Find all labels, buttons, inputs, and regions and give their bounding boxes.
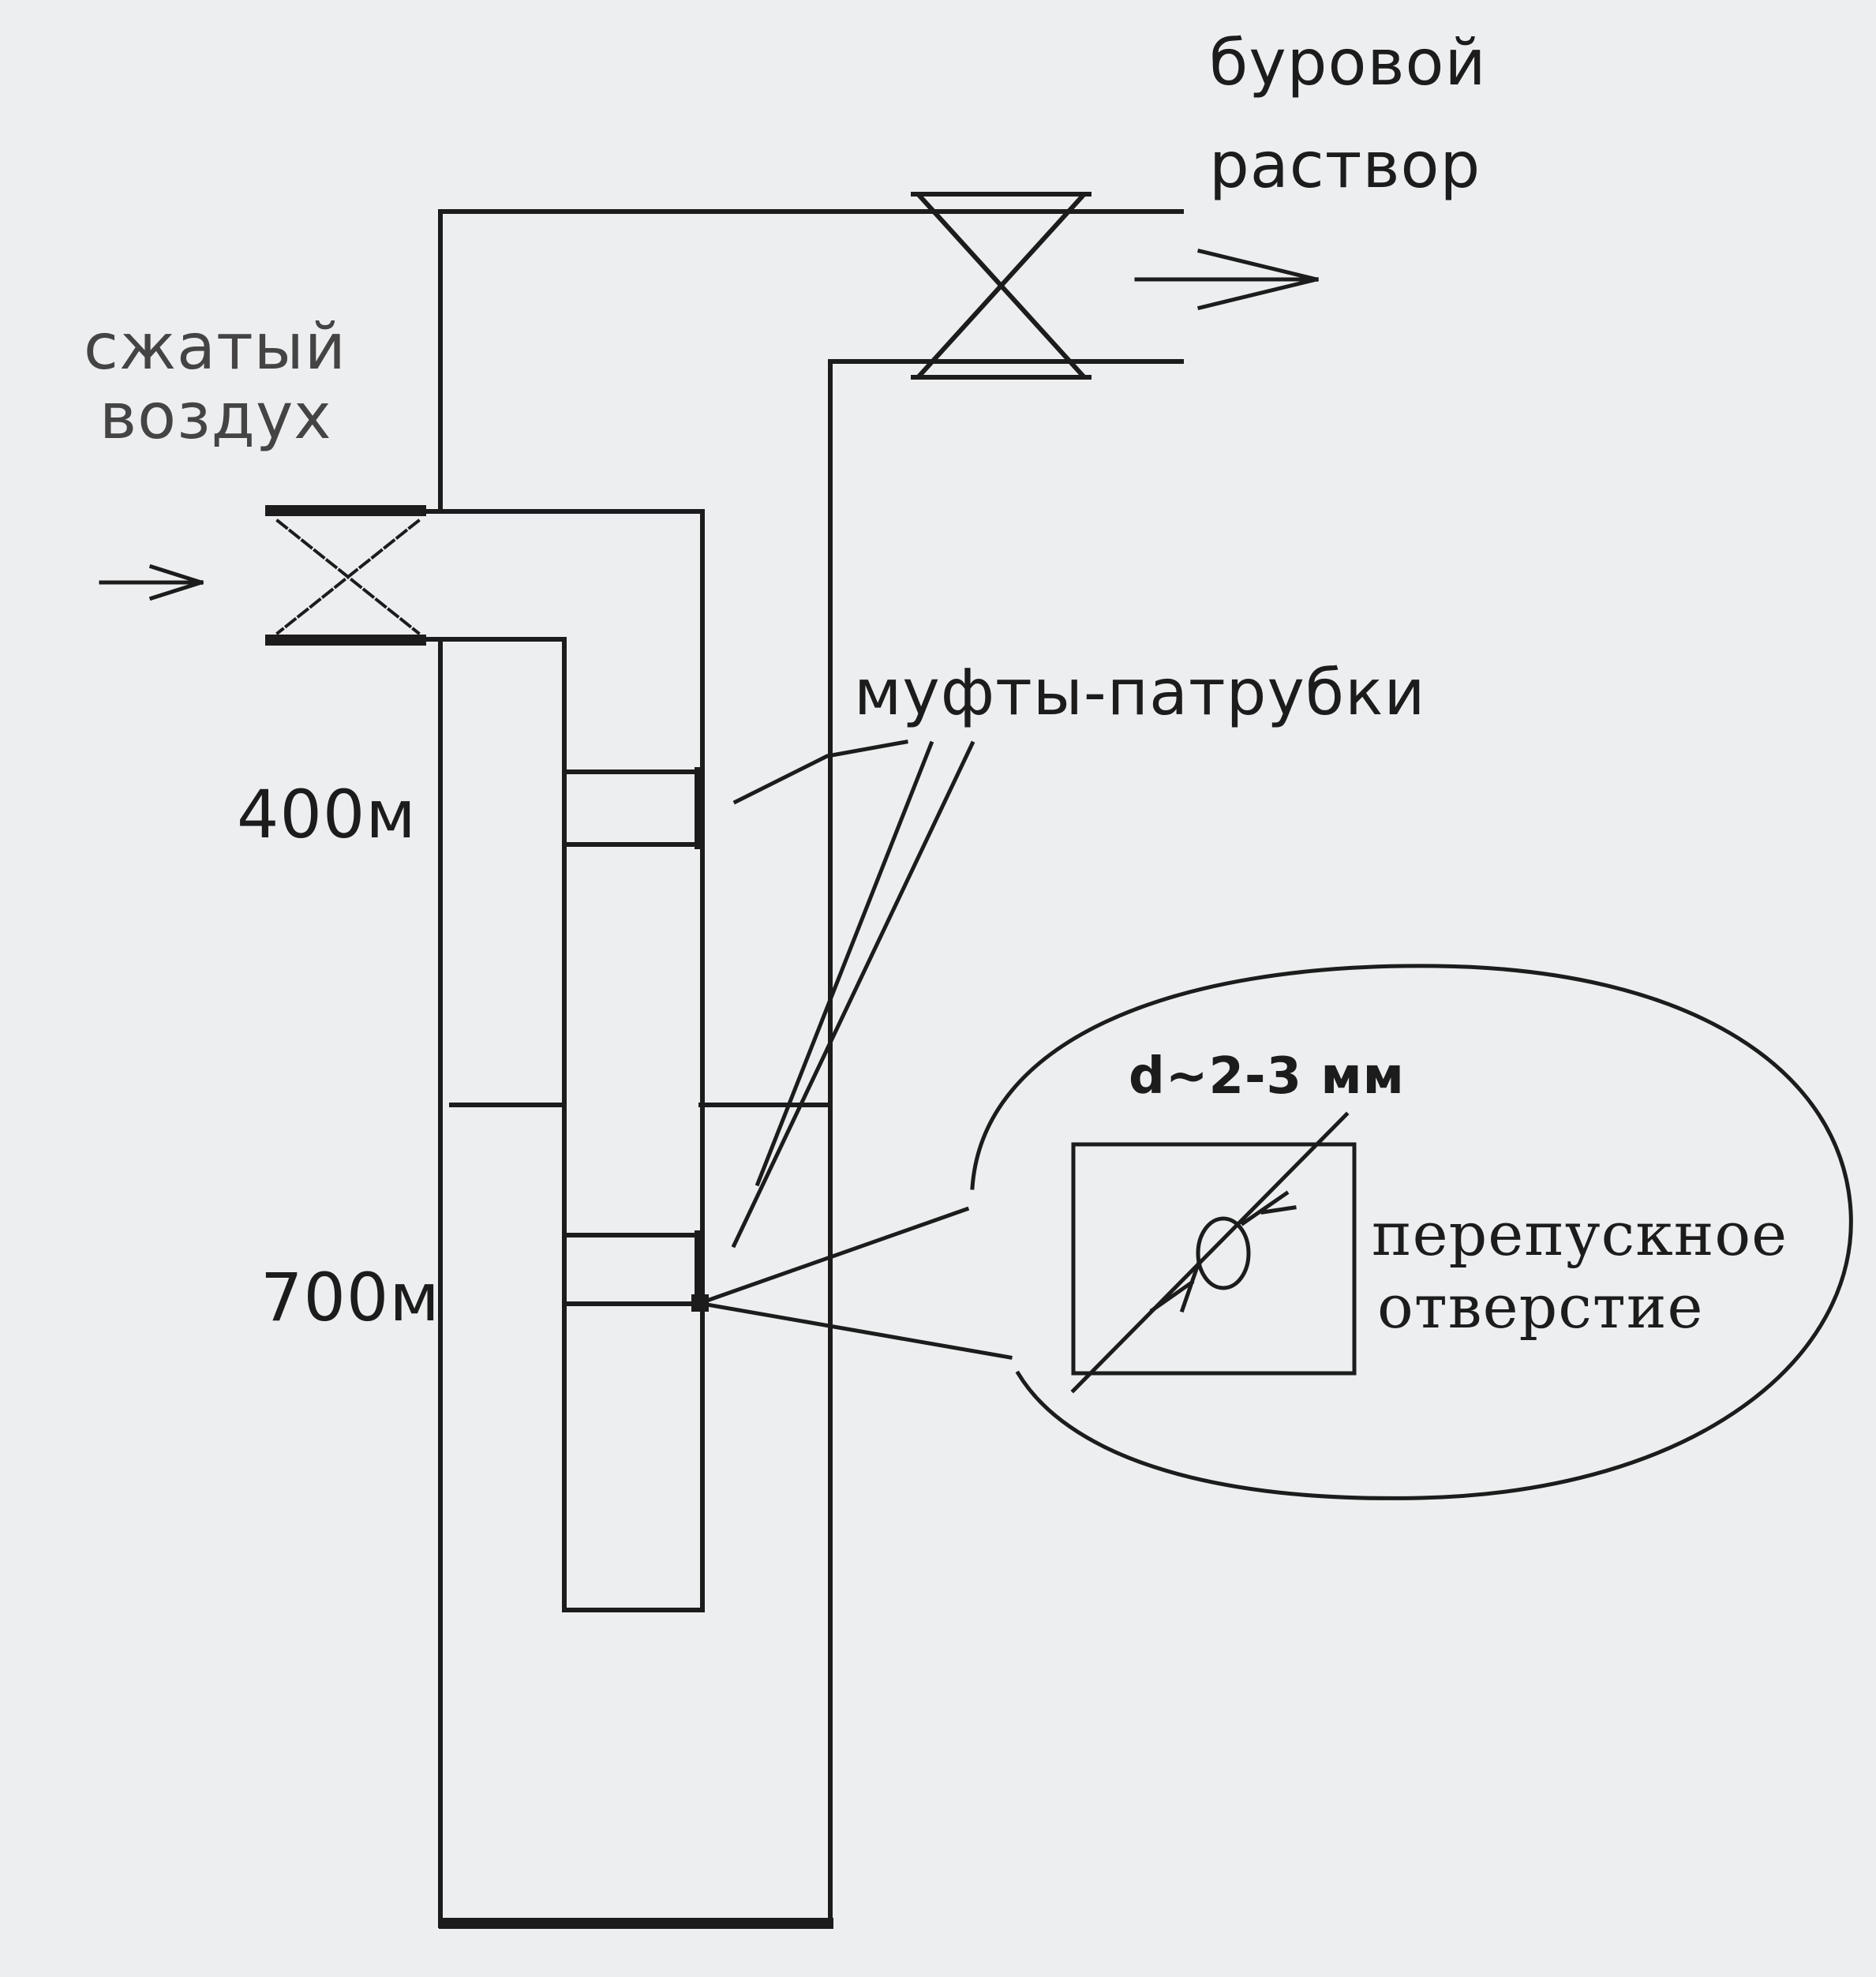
air-pipe-flange-top [265, 505, 426, 516]
casing-bottom [439, 1918, 833, 1929]
drilling-mud-label-line1: буровой [1209, 26, 1487, 99]
magnifier-ellipse [970, 964, 1853, 1500]
air-inflow-arrow-icon [99, 564, 204, 601]
magnified-wall [1071, 1142, 1357, 1376]
air-pipe-top [266, 509, 705, 1612]
coupling-400 [562, 769, 705, 847]
compressed-air-label-line1: сжатый [84, 310, 346, 384]
compressed-air-label-line2: воздух [99, 380, 332, 453]
depth-700-label: 700м [260, 1259, 440, 1336]
callout-lines [691, 1206, 1013, 1360]
outlet-valve-icon [911, 192, 1092, 380]
depth-400-label: 400м [237, 776, 417, 853]
coupling-leader-lines [731, 740, 975, 1249]
air-inlet-valve-icon [275, 519, 421, 635]
couplings-label: муфты-патрубки [854, 656, 1426, 729]
air-pipe-flange-bottom [265, 635, 426, 646]
coupling-700 [562, 1233, 705, 1306]
bypass-hole-icon [1070, 1111, 1350, 1394]
drilling-mud-label-line2: раствор [1209, 129, 1481, 202]
bypass-hole-label-line1: перепускное [1372, 1199, 1788, 1269]
hole-diameter-label: d~2-3 мм [1129, 1047, 1405, 1106]
outer-casing-right-wall [828, 359, 1184, 1928]
bypass-hole-label-line2: отверстие [1377, 1271, 1704, 1342]
mud-outflow-arrow-icon [1134, 248, 1320, 311]
